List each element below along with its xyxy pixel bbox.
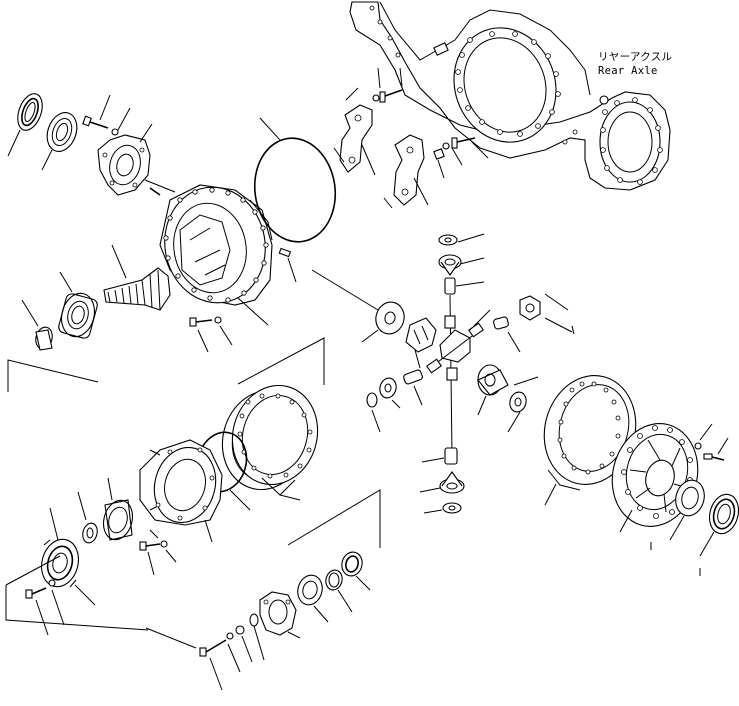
dowel-pin bbox=[278, 247, 292, 258]
assembly-label-jp: リヤーアクスル bbox=[598, 51, 673, 63]
bevel-housing bbox=[139, 439, 223, 526]
bearing-cap-1 bbox=[339, 104, 373, 173]
carrier-bolt-holes bbox=[163, 187, 269, 303]
side-gear-bushing-lower bbox=[444, 447, 458, 465]
small-washer-lower bbox=[379, 377, 397, 399]
seal-bottom-1 bbox=[341, 551, 363, 577]
thrust-washer-bottom bbox=[442, 502, 462, 514]
shim-pack bbox=[221, 384, 319, 491]
bolt-cap-1 bbox=[372, 89, 403, 103]
spider-cross bbox=[426, 294, 484, 456]
drive-pinion bbox=[103, 267, 171, 311]
pinion-shaft-bushing bbox=[444, 277, 456, 295]
bolt-bottom bbox=[199, 625, 245, 657]
side-gear-left bbox=[405, 317, 437, 353]
spacer-lower bbox=[82, 522, 98, 544]
flange-bottom bbox=[259, 591, 297, 636]
group-bracket-left bbox=[7, 359, 99, 392]
spacer-collar bbox=[35, 326, 53, 351]
side-gear-top bbox=[438, 254, 462, 276]
bolt-top-left bbox=[82, 115, 119, 136]
pinion-gear-right bbox=[493, 316, 509, 330]
group-bracket-bolt bbox=[145, 627, 197, 649]
assembly-label-en: Rear Axle bbox=[598, 65, 658, 77]
assembly-label: リヤーアクスル Rear Axle bbox=[598, 50, 672, 78]
case-bolt-holes bbox=[621, 425, 693, 519]
seal-housing-lower bbox=[40, 538, 80, 588]
thrust-washer-top bbox=[438, 234, 458, 246]
group-bracket-shims bbox=[237, 337, 325, 385]
pinion-flange bbox=[97, 134, 151, 196]
bearing-bottom bbox=[297, 574, 323, 606]
washer-bottom bbox=[249, 613, 259, 627]
oil-seal-top bbox=[17, 93, 43, 131]
axle-housing bbox=[349, 1, 671, 191]
bearing-case-right bbox=[675, 479, 705, 517]
pinion-gear-lower bbox=[403, 369, 423, 385]
side-gear-bottom bbox=[439, 471, 465, 494]
bolt-lower-left bbox=[25, 579, 56, 599]
thrust-washer-right bbox=[509, 391, 527, 413]
seal-bottom-2 bbox=[325, 569, 343, 591]
bolt-cap-2 bbox=[433, 137, 476, 160]
bearing-top-left bbox=[46, 112, 78, 152]
bearing-cup-right bbox=[708, 493, 739, 535]
small-ring-lower bbox=[366, 392, 378, 408]
differential-carrier bbox=[159, 184, 273, 306]
bearing-lower bbox=[102, 499, 134, 541]
group-bracket-lower-left bbox=[5, 585, 149, 631]
gasket-ring bbox=[253, 137, 337, 243]
thrust-washer-left bbox=[375, 301, 405, 335]
bolt-case-right bbox=[694, 442, 725, 461]
bolt-lower-center bbox=[139, 540, 168, 551]
nut-right bbox=[519, 295, 541, 321]
bolt-carrier bbox=[189, 316, 222, 327]
bearing-cap-2 bbox=[393, 134, 425, 206]
ring-gear bbox=[543, 375, 637, 491]
side-gear-right bbox=[477, 364, 509, 396]
group-bracket-bottom bbox=[287, 489, 381, 548]
housing-bolt-holes bbox=[369, 5, 663, 185]
bearing-pinion bbox=[58, 292, 98, 339]
